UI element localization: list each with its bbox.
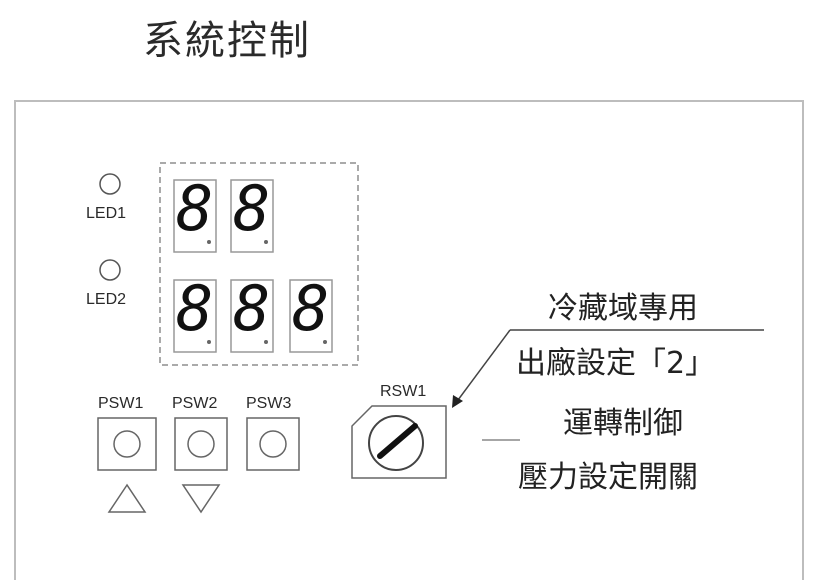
rsw1-dial: [368, 415, 424, 471]
control-panel: [14, 100, 804, 580]
led1-label: LED1: [86, 205, 127, 222]
up-triangle-icon: [107, 483, 147, 513]
digit-box-r2-3: [289, 279, 333, 353]
psw1-knob: [113, 430, 141, 458]
digit-box-r2-2: [230, 279, 274, 353]
digit-box-r1-1: [173, 179, 217, 253]
digit-r2-2: 8: [233, 272, 271, 345]
psw1-button: [97, 417, 157, 471]
rsw1-pointer: [377, 423, 418, 459]
rsw1-housing: [351, 405, 447, 479]
psw2-button: [174, 417, 228, 471]
psw3-button: [246, 417, 300, 471]
panel-drawing: [97, 162, 764, 514]
decimal-point: [207, 340, 211, 344]
rsw1-label: RSW1: [380, 383, 427, 400]
digit-r1-1: 8: [176, 172, 214, 245]
digit-r1-2: 8: [233, 172, 271, 245]
down-triangle-icon: [181, 484, 221, 514]
decimal-point: [264, 240, 268, 244]
led2-label: LED2: [86, 291, 127, 308]
page-title: 系統控制: [143, 18, 311, 64]
decimal-point: [264, 340, 268, 344]
digit-r2-3: 8: [292, 272, 330, 345]
callout-leader: [457, 329, 511, 401]
decimal-point: [323, 340, 327, 344]
annotation-lower-line1: 運轉制御: [563, 406, 683, 441]
psw1-label: PSW1: [98, 395, 144, 412]
psw2-label: PSW2: [172, 395, 218, 412]
digit-box-r1-2: [230, 179, 274, 253]
led1-indicator: [99, 173, 121, 195]
annotation-lower-line2: 壓力設定開關: [518, 460, 698, 495]
annotation-upper-line1: 冷藏域專用: [548, 291, 698, 326]
callout-arrowhead: [452, 395, 463, 408]
psw3-label: PSW3: [246, 395, 292, 412]
decimal-point: [207, 240, 211, 244]
psw3-knob: [259, 430, 287, 458]
digit-r2-1: 8: [176, 272, 214, 345]
led2-indicator: [99, 259, 121, 281]
annotation-upper-line2: 出廠設定「2」: [516, 346, 716, 381]
psw2-knob: [187, 430, 215, 458]
digit-box-r2-1: [173, 279, 217, 353]
